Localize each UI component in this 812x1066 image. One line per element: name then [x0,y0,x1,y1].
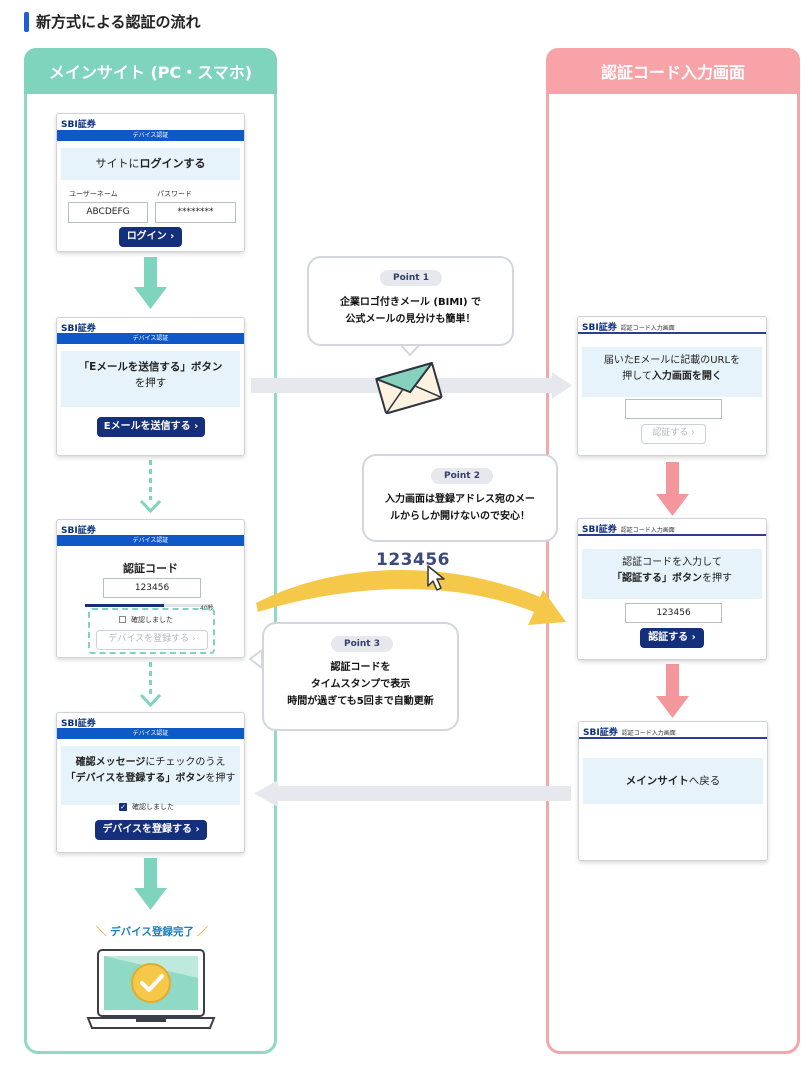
confirm-checkbox[interactable] [119,616,126,623]
arrow-code-transfer [256,569,566,625]
instruction-emphasis: 「認証する」ボタン [612,573,702,584]
point2-line2: ルからしか開けないので安心！ [390,511,530,522]
point2-line1: 入力画面は登録アドレス宛のメー [385,494,535,505]
point3-line2: タイムスタンプで表示 [310,679,411,690]
open-input-screen: SBI証券認証コード入力画面 届いたEメールに記載のURLを 押して入力画面を開… [577,316,767,456]
arrow-register-to-complete [134,858,167,910]
point3-line3: 時間が過ぎても5回まで自動更新 [287,696,434,707]
point3-line1: 認証コードを [330,662,391,673]
callout-tail-point3 [248,648,263,670]
laptop-check-icon [86,949,216,1029]
register-device-button[interactable]: デバイスを登録する › [95,820,207,840]
send-email-instruction: 「Eメールを送信する」ボタン を押す [61,351,240,407]
timer-track [85,604,213,607]
point1-callout: Point 1 企業ロゴ付きメール (BIMI) で 公式メールの見分けも簡単！ [307,256,514,346]
code-title: 認証コード [123,562,178,575]
point3-tag: Point 3 [331,636,393,652]
open-input-instruction: 届いたEメールに記載のURLを 押して入力画面を開く [582,347,762,397]
timer-progress [85,604,165,607]
screen-title-bar: デバイス認証 [57,130,244,141]
instruction-text: へ戻る [688,775,721,787]
login-button[interactable]: ログイン › [119,227,182,247]
instruction-text: 押して [622,371,652,382]
header-accent-bar [24,12,29,32]
instruction-emphasis: 確認メッセージ [75,757,146,768]
instruction-emphasis: ログインする [139,157,206,170]
verify-button[interactable]: 認証する › [640,628,704,648]
return-screen: SBI証券認証コード入力画面 メインサイトへ戻る [578,721,768,861]
instruction-text: 認証コードを入力して [622,557,722,568]
verify-button-disabled[interactable]: 認証する › [641,424,706,444]
instruction-text: 届いたEメールに記載のURLを [603,355,741,366]
verification-code-screen: SBI証券 デバイス認証 認証コード 123456 40秒 確認しました デバイ… [56,519,245,658]
page-title: 新方式による認証の流れ [36,13,201,31]
dashed-arrow-email-to-code [139,460,162,514]
arrow-open-to-enter [656,462,689,516]
instruction-text: サイトに [95,157,140,170]
complete-label: ＼ デバイス登録完了 ／ [96,926,208,938]
point1-line1: 企業ロゴ付きメール (BIMI) で [339,297,482,308]
code-entry-column-header: 認証コード入力画面 [546,48,800,94]
sbi-logo: SBI証券 [61,324,96,334]
arrow-return-to-main [254,780,571,807]
sbi-logo: SBI証券 [61,526,96,536]
instruction-emphasis: 「Eメールを送信する」ボタン [78,361,223,373]
envelope-icon [375,361,443,415]
instruction-emphasis: 「デバイスを登録する」ボタン [65,773,206,784]
title-underline [578,534,766,536]
return-instruction: メインサイトへ戻る [583,758,763,804]
instruction-emphasis: 入力画面を開く [651,371,722,382]
code-display-field: 123456 [103,578,201,598]
screen-title-bar: デバイス認証 [57,333,244,344]
sbi-logo: SBI証券認証コード入力画面 [582,323,675,333]
instruction-text: を押す [205,773,236,784]
instruction-emphasis: メインサイト [625,775,689,787]
main-site-column-header: メインサイト (PC・スマホ) [24,48,277,94]
sbi-logo: SBI証券認証コード入力画面 [583,728,676,738]
title-underline [578,332,766,334]
highlight-box [88,608,215,654]
arrow-enter-to-return [656,664,689,718]
point2-tag: Point 2 [431,468,493,484]
code-input-filled[interactable]: 123456 [625,603,722,623]
register-device-button-disabled[interactable]: デバイスを登録する › [96,630,208,650]
confirm-checkbox-checked[interactable]: ✓ [119,803,127,811]
point1-tag: Point 1 [380,270,442,286]
sbi-logo: SBI証券 [61,120,96,130]
enter-code-instruction: 認証コードを入力して 「認証する」ボタンを押す [582,549,762,599]
point2-callout: Point 2 入力画面は登録アドレス宛のメー ルからしか開けないので安心！ [362,454,558,542]
confirm-label: 確認しました [131,616,173,624]
password-label: パスワード [157,190,192,198]
username-input[interactable]: ABCDEFG [68,202,148,223]
arrow-login-to-email [134,257,167,309]
point3-callout: Point 3 認証コードを タイムスタンプで表示 時間が過ぎても5回まで自動更… [262,622,459,731]
title-underline [579,737,767,739]
register-instruction: 確認メッセージにチェックのうえ 「デバイスを登録する」ボタンを押す [61,746,240,805]
instruction-text: にチェックのうえ [145,757,226,768]
login-screen: SBI証券 デバイス認証 サイトにログインする ユーザーネーム パスワード AB… [56,113,245,252]
instruction-text: を押す [702,573,732,584]
password-input[interactable]: ******** [155,202,236,223]
enter-code-screen: SBI証券認証コード入力画面 認証コードを入力して 「認証する」ボタンを押す 1… [577,518,767,660]
sbi-logo: SBI証券 [61,719,96,729]
login-instruction: サイトにログインする [61,148,240,180]
confirm-label: 確認しました [132,803,174,811]
username-label: ユーザーネーム [69,190,118,198]
sbi-logo: SBI証券認証コード入力画面 [582,525,675,535]
complete-text: デバイス登録完了 [110,926,194,938]
register-device-screen: SBI証券 デバイス認証 確認メッセージにチェックのうえ 「デバイスを登録する」… [56,712,245,853]
send-email-screen: SBI証券 デバイス認証 「Eメールを送信する」ボタン を押す Eメールを送信す… [56,317,245,456]
dashed-arrow-code-to-register [139,662,162,708]
cursor-icon [427,565,445,591]
floating-code: 123456 [376,550,450,570]
code-input-empty[interactable] [625,399,722,419]
send-email-button[interactable]: Eメールを送信する › [97,417,205,437]
point1-line2: 公式メールの見分けも簡単！ [345,314,476,325]
screen-title-bar: デバイス認証 [57,535,244,546]
screen-title-bar: デバイス認証 [57,728,244,739]
instruction-text: を押す [134,377,167,389]
